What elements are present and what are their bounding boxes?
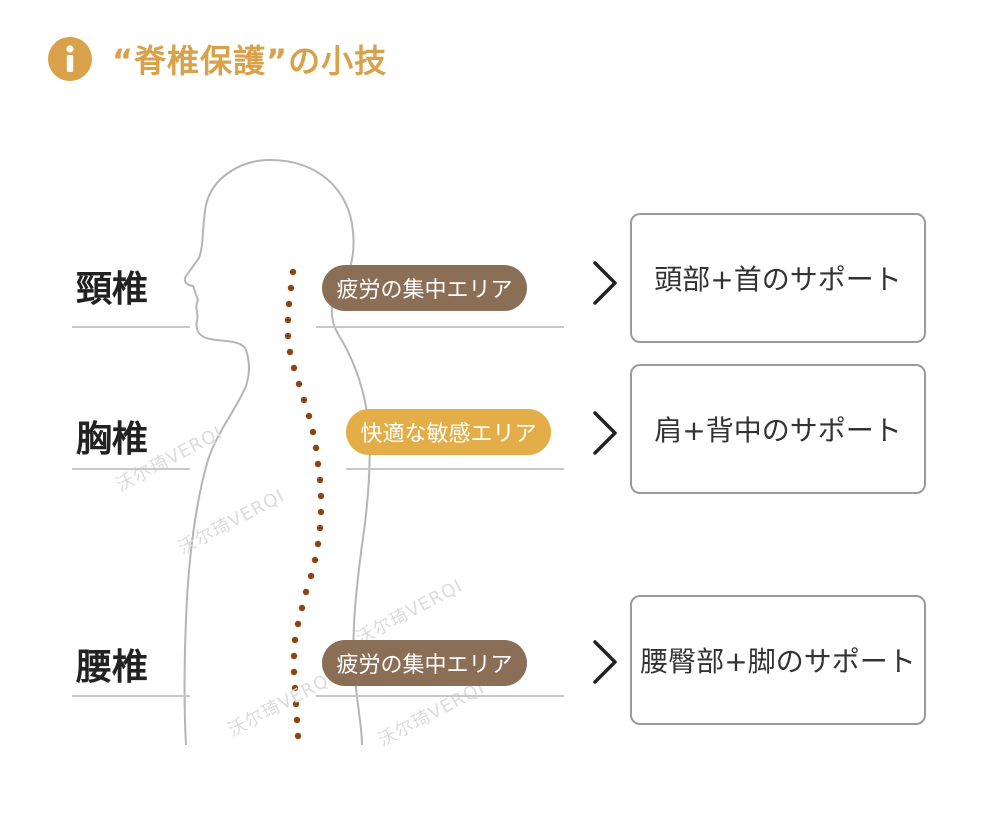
spine-dots — [284, 268, 325, 740]
chevron-right-icon — [593, 640, 617, 684]
chevron-right-icon — [593, 411, 617, 455]
support-box-thoracic: 肩+背中のサポート — [630, 364, 926, 494]
header: “脊椎保護”の小技 — [48, 37, 387, 81]
divider-line — [316, 326, 564, 328]
chevron-right-icon — [593, 261, 617, 305]
region-label-lumbar: 腰椎 — [76, 647, 149, 688]
region-label-cervical: 頸椎 — [76, 269, 149, 310]
page-title: “脊椎保護”の小技 — [112, 42, 388, 80]
divider-line — [346, 468, 564, 470]
info-icon — [48, 37, 92, 81]
support-box-lumbar: 腰臀部+脚のサポート — [630, 595, 926, 725]
support-box-cervical: 頭部+首のサポート — [630, 213, 926, 343]
divider-line — [72, 326, 190, 328]
tag-lumbar: 疲労の集中エリア — [322, 640, 527, 686]
tag-cervical: 疲労の集中エリア — [322, 265, 527, 311]
divider-line — [72, 468, 190, 470]
body-front-outline — [183, 159, 271, 746]
divider-line — [72, 695, 190, 697]
tag-thoracic: 快適な敏感エリア — [346, 409, 551, 455]
divider-line — [316, 695, 564, 697]
region-label-thoracic: 胸椎 — [76, 419, 149, 460]
